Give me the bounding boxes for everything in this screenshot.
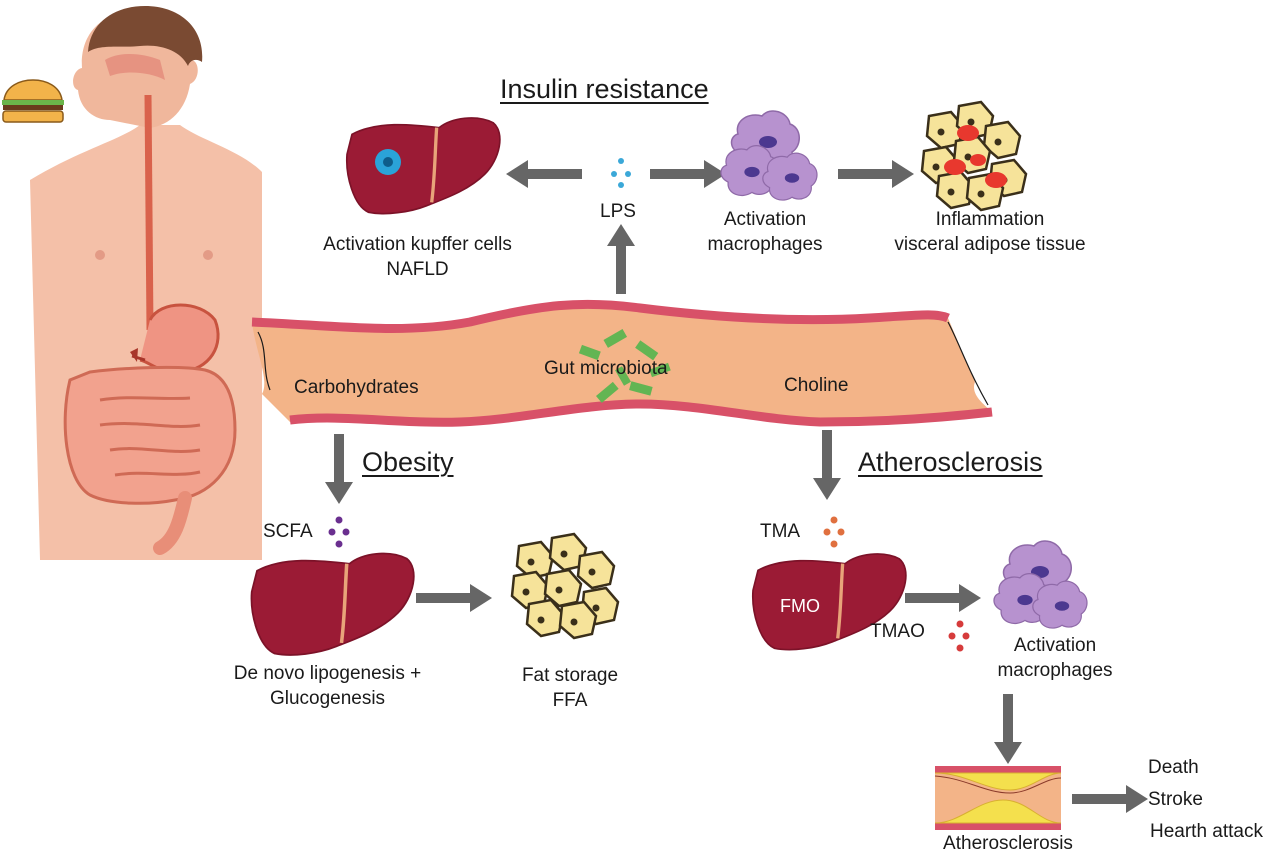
fat-storage-label-line2: FFA — [552, 690, 588, 711]
gut-carbohydrates-label: Carbohydrates — [294, 377, 419, 398]
fat-storage-label-line1: Fat storage — [521, 665, 619, 686]
adipose-label-line2: visceral adipose tissue — [894, 234, 1086, 255]
arrow-macrophages-down — [994, 694, 1022, 764]
macrophages-insulin — [720, 110, 818, 201]
kupffer-label-line1: Activation kupffer cells — [323, 234, 512, 255]
arrow-liver-to-macrophages — [905, 584, 981, 612]
tmao-dots — [948, 620, 970, 652]
arrow-liver-to-fat — [416, 584, 492, 612]
fmo-label: FMO — [780, 596, 820, 616]
tma-label: TMA — [760, 521, 801, 542]
intestine-tube — [251, 299, 993, 427]
liver-lipogenesis — [249, 551, 416, 657]
arrow-lps-to-macrophages — [650, 160, 726, 188]
inflamed-adipose-tissue — [920, 100, 1028, 212]
arrow-macrophages-to-adipose — [838, 160, 914, 188]
tma-dots — [823, 516, 845, 548]
outcome-stroke: Stroke — [1148, 789, 1203, 810]
macrophage-insulin-label-line1: Activation — [723, 209, 807, 230]
arrow-to-outcomes — [1072, 785, 1148, 813]
human-body-illustration — [30, 6, 262, 560]
kupffer-cell-icon — [375, 149, 401, 175]
arrow-choline-down — [813, 430, 841, 500]
heading-atherosclerosis: Atherosclerosis — [858, 447, 1043, 477]
kupffer-label-line2: NAFLD — [386, 259, 449, 280]
lps-dots — [611, 158, 631, 188]
gut-choline-label: Choline — [784, 375, 849, 396]
arrow-gut-to-lps — [607, 224, 635, 294]
tmao-label: TMAO — [870, 621, 925, 642]
macrophages-athero — [993, 540, 1088, 629]
macrophage-athero-label-line2: macrophages — [997, 660, 1113, 681]
atherosclerosis-vessel-label: Atherosclerosis — [943, 833, 1073, 854]
atherosclerotic-vessel-icon — [934, 766, 1062, 830]
lipogenesis-label-line2: Glucogenesis — [269, 688, 386, 709]
heading-obesity: Obesity — [362, 447, 454, 477]
macrophage-insulin-label-line2: macrophages — [707, 234, 823, 255]
adipose-label-line1: Inflammation — [935, 209, 1045, 230]
gut-microbes — [578, 329, 671, 403]
liver-kupffer — [345, 116, 502, 216]
arrow-carbohydrates-down — [325, 434, 353, 504]
scfa-dots — [328, 516, 350, 548]
arrow-lps-to-liver — [506, 160, 582, 188]
outcome-heart-attack: Hearth attack — [1150, 821, 1263, 842]
lps-label: LPS — [600, 201, 636, 222]
lipogenesis-label-line1: De novo lipogenesis + — [233, 663, 422, 684]
macrophage-athero-label-line1: Activation — [1013, 635, 1097, 656]
heading-insulin-resistance: Insulin resistance — [500, 74, 709, 104]
gut-microbiota-label: Gut microbiota — [544, 358, 668, 379]
fat-storage-cells — [510, 532, 620, 640]
scfa-label: SCFA — [263, 521, 313, 542]
burger-icon — [2, 79, 64, 123]
outcome-death: Death — [1148, 757, 1199, 778]
